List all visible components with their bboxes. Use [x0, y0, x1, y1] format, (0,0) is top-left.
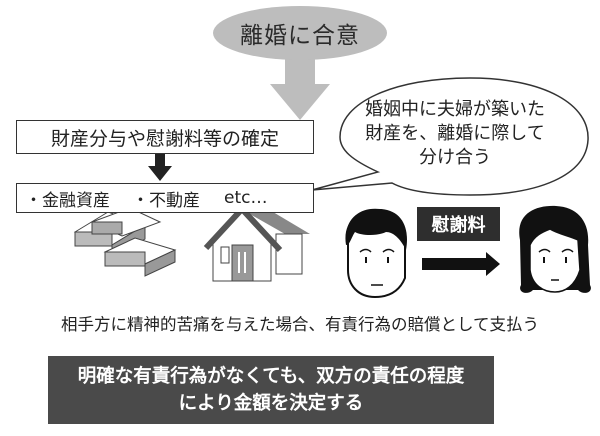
bubble-line: 婚姻中に夫婦が築いた — [365, 99, 545, 120]
settlement-box: 財産分与や慰謝料等の確定 — [16, 120, 314, 154]
bubble-line: 財産を、離婚に際して — [365, 123, 545, 144]
settlement-label: 財産分与や慰謝料等の確定 — [50, 127, 279, 150]
asset-item-financial: ・金融資産 — [25, 190, 110, 211]
man-face-icon — [345, 208, 407, 299]
payment-arrow — [422, 252, 500, 276]
woman-face-icon — [519, 205, 591, 293]
down-arrow-small — [148, 154, 172, 181]
bubble-line: 分け合う — [419, 147, 491, 168]
house-icon — [203, 204, 310, 282]
consolation-money-label: 慰謝料 — [417, 207, 500, 241]
note-line: 明確な有責行為がなくても、双方の責任の程度 — [77, 366, 465, 387]
consolation-money-text: 慰謝料 — [431, 215, 486, 236]
down-arrow-large — [270, 55, 330, 120]
note-box: 明確な有責行為がなくても、双方の責任の程度 により金額を決定する — [48, 356, 494, 424]
agreement-label: 離婚に合意 — [240, 23, 360, 49]
asset-item-realestate: ・不動産 — [132, 190, 200, 211]
assets-box: ・金融資産 ・不動産 etc… — [16, 183, 314, 213]
speech-bubble-text: 婚姻中に夫婦が築いた 財産を、離婚に際して 分け合う — [345, 98, 565, 170]
money-stack-icon — [73, 207, 177, 277]
agreement-ellipse: 離婚に合意 — [213, 6, 387, 60]
caption: 相手方に精神的苦痛を与えた場合、有責行為の賠償として支払う — [60, 315, 539, 334]
asset-item-etc: etc… — [224, 188, 268, 208]
note-line: により金額を決定する — [178, 393, 364, 414]
speech-bubble — [311, 77, 589, 196]
